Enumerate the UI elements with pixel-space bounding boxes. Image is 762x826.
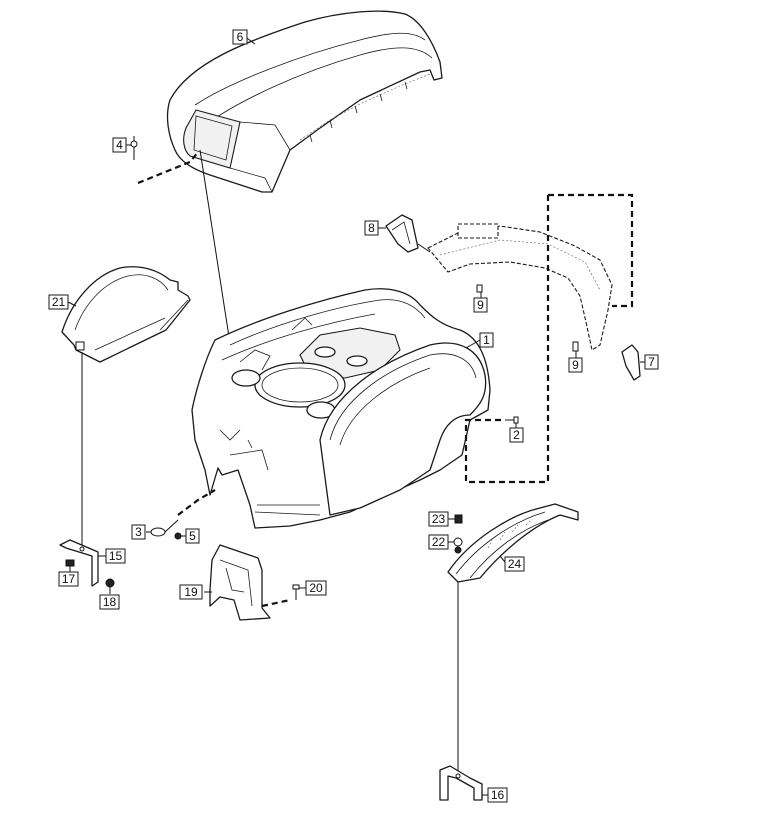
callout-21: 21 (48, 294, 69, 310)
callout-1: 1 (479, 332, 494, 348)
part-24-mud-flap (447, 503, 579, 583)
part-9-clip-a (476, 284, 483, 298)
part-1-rear-body (191, 288, 491, 529)
callout-17: 17 (58, 571, 79, 587)
callout-6: 6 (232, 29, 248, 45)
callout-7: 7 (644, 354, 659, 370)
svg-text:3: 3 (135, 525, 142, 539)
part-17-bolt (65, 559, 75, 572)
svg-text:4: 4 (116, 138, 123, 152)
callout-8: 8 (364, 220, 379, 236)
part-20-screw (292, 584, 306, 600)
callout-9b: 9 (568, 357, 583, 373)
assembly-dashed-line-4 (137, 151, 199, 185)
callout-4: 4 (112, 137, 127, 153)
svg-text:21: 21 (52, 295, 66, 309)
part-18-nut (105, 578, 115, 594)
callout-20: 20 (305, 580, 327, 596)
assembly-dashed-line-light (464, 193, 634, 484)
assembly-dashed-line-20 (261, 598, 291, 608)
svg-text:6: 6 (237, 30, 244, 44)
callout-22: 22 (428, 534, 449, 550)
part-8-bracket (378, 214, 419, 253)
part-21-side-cover (61, 266, 191, 363)
callout-18: 18 (99, 594, 120, 610)
part-22-washer (448, 537, 463, 554)
svg-text:19: 19 (184, 585, 198, 599)
part-4-pin (126, 136, 138, 160)
assembly-dashed-line-5 (177, 489, 216, 516)
part-2-screw (505, 416, 519, 428)
svg-text:5: 5 (189, 529, 196, 543)
part-3-latch (146, 519, 179, 537)
svg-text:16: 16 (491, 788, 505, 802)
callout-9a: 9 (473, 297, 488, 313)
svg-text:1: 1 (483, 333, 490, 347)
svg-text:17: 17 (62, 572, 76, 586)
svg-text:2: 2 (513, 428, 520, 442)
svg-text:9: 9 (477, 298, 484, 312)
svg-text:24: 24 (508, 557, 522, 571)
part-7-end-bracket (621, 344, 645, 381)
part-5-washer (174, 532, 186, 540)
callout-16: 16 (487, 787, 508, 803)
svg-text:8: 8 (368, 221, 375, 235)
part-19-cover-bracket (204, 544, 271, 621)
part-23-bolt (448, 514, 463, 524)
callout-5: 5 (185, 528, 200, 544)
callout-19: 19 (179, 584, 203, 600)
callout-3: 3 (131, 524, 146, 540)
part-16-bracket (439, 765, 488, 801)
svg-text:22: 22 (432, 535, 446, 549)
callout-23: 23 (428, 511, 449, 527)
svg-text:18: 18 (103, 595, 117, 609)
part-9-clip-b (572, 341, 579, 358)
svg-text:20: 20 (309, 581, 323, 595)
part-6-top-cover (166, 10, 443, 193)
svg-text:23: 23 (432, 512, 446, 526)
part-light-bar (417, 223, 613, 351)
callout-15: 15 (105, 548, 126, 564)
callout-24: 24 (504, 556, 525, 572)
svg-text:9: 9 (572, 358, 579, 372)
part-15-bracket (59, 539, 106, 587)
callout-2: 2 (509, 427, 524, 443)
svg-text:7: 7 (648, 355, 655, 369)
svg-text:15: 15 (109, 549, 123, 563)
